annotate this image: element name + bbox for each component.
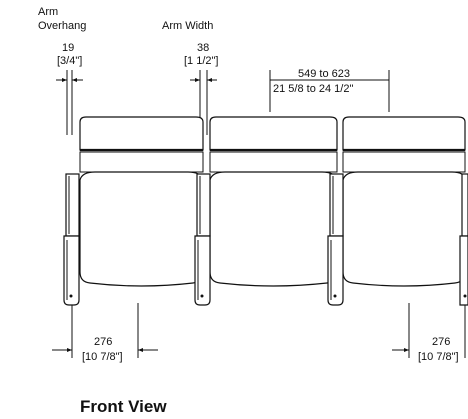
left-offset-in: [10 7/8"] — [82, 351, 123, 363]
arm-overhang-dimension-line — [56, 70, 83, 135]
arm-standard-2 — [194, 173, 211, 306]
seat-width-dimension-line — [269, 70, 390, 112]
arm-standard-1 — [63, 173, 80, 306]
arm-width-label: Arm Width — [162, 20, 213, 32]
arm-standard-3 — [327, 173, 344, 306]
right-offset-dimension-line — [392, 303, 466, 358]
right-offset-mm: 276 — [432, 336, 450, 348]
right-offset-in: [10 7/8"] — [418, 351, 459, 363]
arm-overhang-in: [3/4"] — [57, 55, 82, 67]
seat-3 — [342, 116, 466, 287]
left-offset-dimension-line — [52, 303, 158, 358]
arm-overhang-mm: 19 — [62, 42, 74, 54]
seat-width-mm: 549 to 623 — [298, 68, 350, 80]
arm-overhang-label-line1: Arm — [38, 6, 58, 18]
seat-2 — [209, 116, 338, 287]
seat-1 — [79, 116, 204, 287]
arm-width-in: [1 1/2"] — [184, 55, 218, 67]
view-title: Front View — [80, 397, 167, 416]
arm-standard-4 — [459, 173, 468, 306]
left-offset-mm: 276 — [94, 336, 112, 348]
arm-width-mm: 38 — [197, 42, 209, 54]
seat-width-in: 21 5/8 to 24 1/2" — [273, 83, 353, 95]
arm-overhang-label-line2: Overhang — [38, 20, 86, 32]
